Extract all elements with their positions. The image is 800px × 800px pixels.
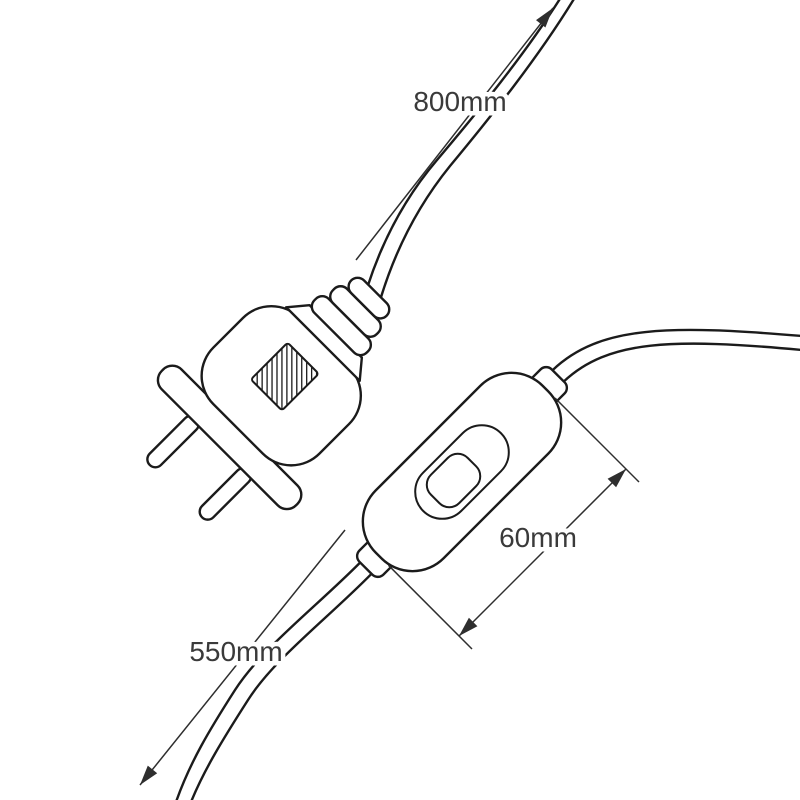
dimension-800mm [355,7,554,261]
dim-800mm-line [355,7,554,261]
cable-upper-edge-2 [379,0,575,301]
cable-lower-edge-2 [190,572,373,800]
dim-550mm-line [139,529,346,786]
cable-upper-to-plug [366,0,575,301]
switch-rocker-button [425,452,482,509]
dim-60mm-label: 60mm [499,522,577,553]
dim-60mm-arrowhead-top [607,469,626,488]
dim-550mm-arrowhead [140,765,158,785]
eu-plug [146,276,391,521]
cable-lower-from-switch [175,561,373,800]
cable-right-edge-2 [562,342,800,383]
cable-lower-edge-1 [175,561,362,800]
inline-rocker-switch [355,365,569,579]
dim-60mm-extension-2 [387,564,473,650]
dim-800mm-label: 800mm [413,86,506,117]
plug-neck [284,303,364,383]
dimension-60mm [387,397,640,650]
plug-rib-3 [347,276,391,320]
dimension-550mm [139,529,346,786]
dim-60mm-arrowhead-bottom [459,617,478,636]
dim-800mm-arrowhead [536,8,553,28]
dim-60mm-line [458,468,627,637]
dim-60mm-extension-1 [554,397,640,483]
cable-right-edge-1 [551,328,800,372]
dim-550mm-label: 550mm [189,636,282,667]
cable-switch-to-right [551,328,800,383]
cable-upper-edge-1 [366,0,561,288]
